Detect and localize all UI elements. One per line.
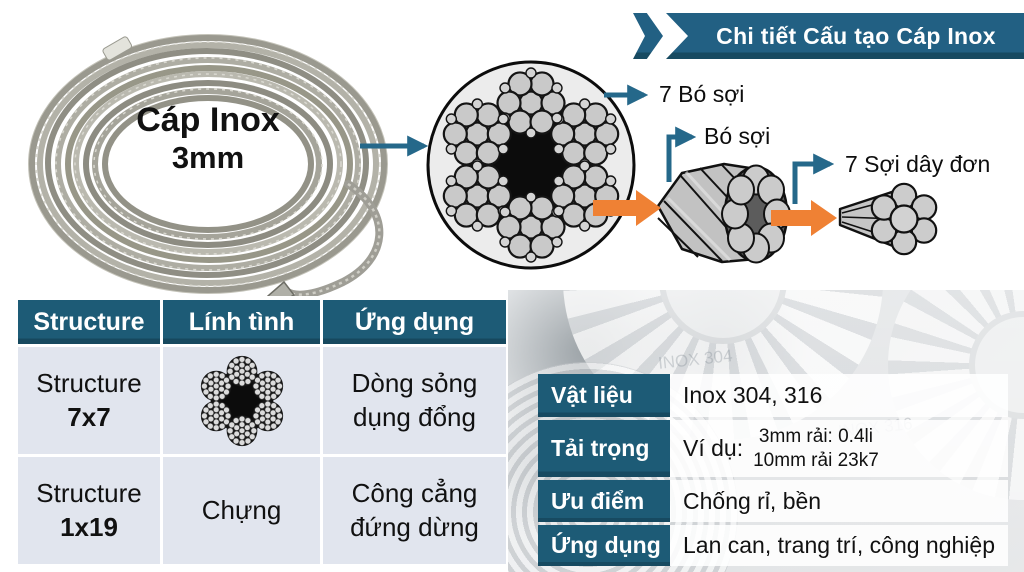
spec-row-application: Ứng dụng Lan can, trang trí, công nghiệp (538, 525, 1008, 566)
structure-table: Structure Lính tình Ứng dụng Structure 7… (18, 300, 506, 564)
application-cell: Công cẳng đứng dừng (323, 457, 506, 564)
spec-row-load: Tải trọng Ví dụ: 3mm rải: 0.4li 10mm rải… (538, 420, 1008, 477)
chevron-right-icon (633, 13, 663, 59)
spec-value: Ví dụ: 3mm rải: 0.4li 10mm rải 23k7 (670, 420, 1008, 477)
cross-section-7x7-image (200, 355, 283, 446)
label-7-bundles: 7 Bó sợi (659, 81, 745, 107)
spec-value: Inox 304, 316 (670, 374, 1008, 417)
spec-label: Vật liệu (538, 374, 670, 417)
header-banner: Chi tiết Cấu tạo Cáp Inox (633, 13, 1024, 59)
spec-value: Lan can, trang trí, công nghiệp (670, 525, 1008, 566)
strand-3d-illustration (656, 162, 791, 264)
spec-label: Tải trọng (538, 420, 670, 477)
cable-cross-section-diagram (426, 60, 636, 270)
seven-wires-illustration (838, 182, 938, 256)
product-label: Cáp Inox 3mm (118, 101, 298, 177)
spec-label: Ứng dụng (538, 525, 670, 566)
column-header: Lính tình (163, 300, 320, 344)
structure-name-cell: Structure 1x19 (18, 457, 160, 564)
product-photo-coil: Cáp Inox 3mm (8, 14, 404, 306)
label-7-wires: 7 Sợi dây đơn (845, 151, 991, 177)
application-cell: Dòng sỏng dụng đổng (323, 347, 506, 454)
banner-band: Chi tiết Cấu tạo Cáp Inox (666, 13, 1024, 59)
feature-cell: Chựng (163, 457, 320, 564)
product-name: Cáp Inox (136, 101, 280, 139)
structure-7x7-cross-section-cell (163, 347, 320, 454)
spec-row-advantage: Ưu điểm Chống rỉ, bền (538, 480, 1008, 522)
banner-title: Chi tiết Cấu tạo Cáp Inox (716, 22, 996, 49)
spec-value: Chống rỉ, bền (670, 480, 1008, 522)
spec-example-lines: 3mm rải: 0.4li 10mm rải 23k7 (753, 425, 879, 471)
structure-name-cell: Structure 7x7 (18, 347, 160, 454)
spec-table: Vật liệu Inox 304, 316 Tải trọng Ví dụ: … (538, 374, 1008, 569)
arrow-wires-label (792, 153, 835, 204)
spec-row-material: Vật liệu Inox 304, 316 (538, 374, 1008, 417)
label-strand: Bó sợi (704, 123, 771, 149)
column-header: Ứng dụng (323, 300, 506, 344)
column-header: Structure (18, 300, 160, 344)
product-size: 3mm (171, 140, 245, 176)
coil-illustration (28, 34, 388, 306)
spec-example-prefix: Ví dụ: (683, 435, 744, 461)
spec-label: Ưu điểm (538, 480, 670, 522)
